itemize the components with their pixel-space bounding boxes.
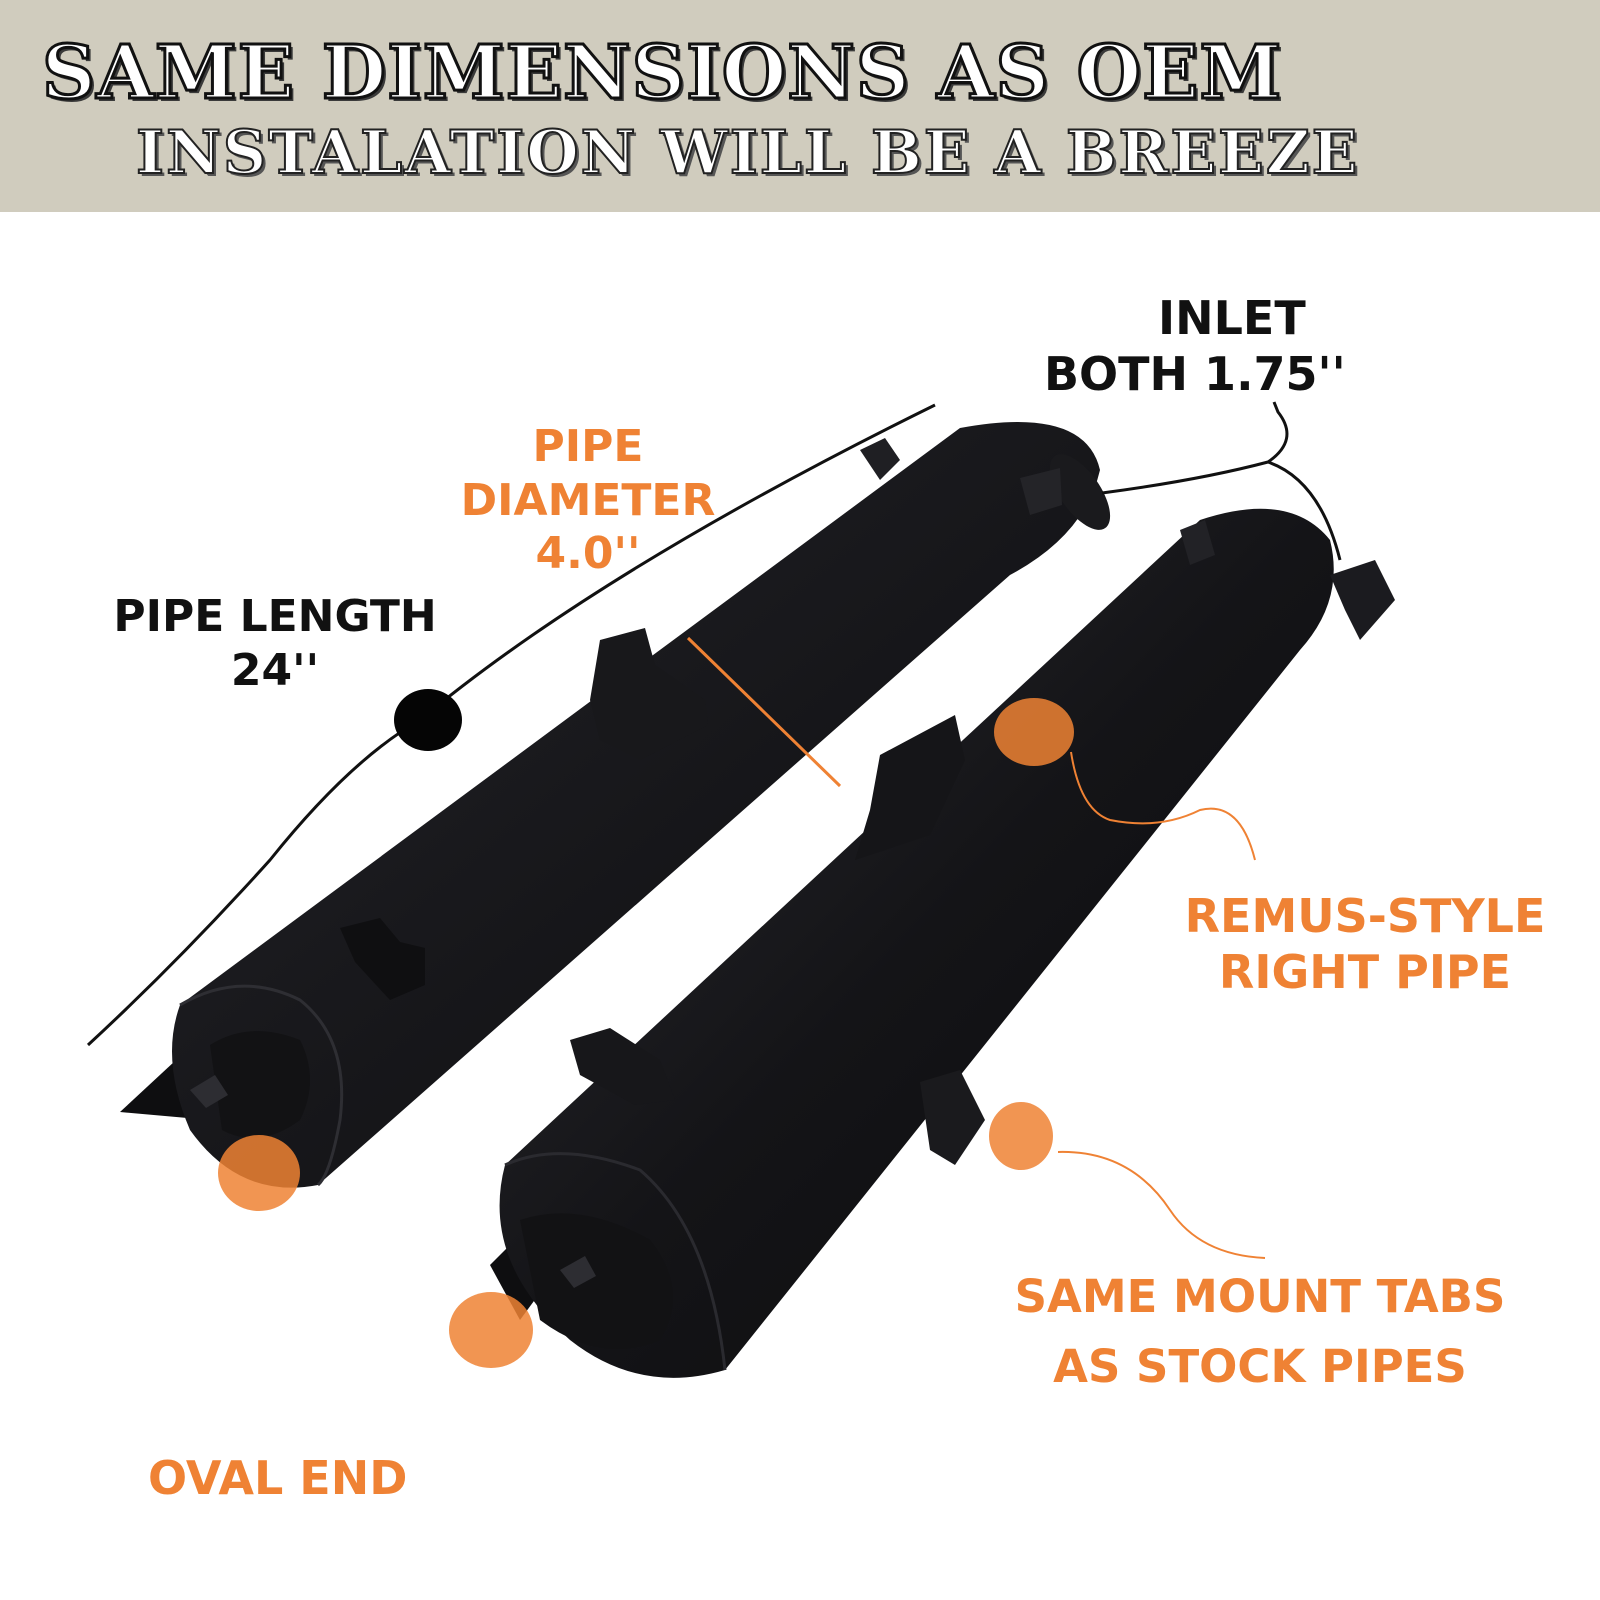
logo-mark-icon <box>560 1256 596 1288</box>
logo-mark-icon <box>190 1075 228 1108</box>
tabs-marker-dot <box>989 1102 1053 1170</box>
remus-label-line2: RIGHT PIPE <box>1218 945 1512 1000</box>
diameter-label-line2: DIAMETER <box>460 474 716 526</box>
header-banner <box>0 0 1600 212</box>
inlet-label-line2: BOTH 1.75'' <box>1044 347 1346 402</box>
oval-end-marker-dot-right <box>449 1292 533 1368</box>
length-label-line1: PIPE LENGTH <box>113 591 437 642</box>
tabs-label: SAME MOUNT TABS AS STOCK PIPES <box>990 1262 1530 1402</box>
oval-end-marker-dot-left <box>218 1135 300 1211</box>
inlet-pointer-line <box>1101 401 1342 561</box>
headline-installation: INSTALATION WILL BE A BREEZE <box>135 117 1360 189</box>
tabs-pointer-line <box>1057 1150 1266 1259</box>
remus-marker-dot <box>994 698 1074 766</box>
tabs-label-line1: SAME MOUNT TABS <box>1014 1270 1506 1323</box>
diameter-label-line1: PIPE <box>532 421 644 472</box>
right-pipe <box>490 508 1395 1378</box>
tabs-label-line2: AS STOCK PIPES <box>1053 1339 1467 1393</box>
remus-label-line1: REMUS-STYLE <box>1184 889 1546 943</box>
length-label-line2: 24'' <box>230 644 320 696</box>
diameter-label: PIPE DIAMETER 4.0'' <box>428 420 748 581</box>
diameter-line <box>686 636 842 788</box>
diameter-label-line3: 4.0'' <box>535 528 641 580</box>
inlet-label-line1: INLET <box>1157 291 1306 345</box>
length-marker-dot <box>394 689 462 751</box>
headline-dimensions: SAME DIMENSIONS AS OEM <box>40 29 1283 118</box>
length-label: PIPE LENGTH 24'' <box>95 590 455 697</box>
inlet-label: INLET BOTH 1.75'' <box>1044 290 1346 402</box>
remus-pointer-line <box>1070 751 1256 861</box>
pipe-length-line <box>86 403 936 1047</box>
remus-label: REMUS-STYLE RIGHT PIPE <box>1160 888 1570 1000</box>
oval-end-label: OVAL END <box>148 1451 408 1505</box>
